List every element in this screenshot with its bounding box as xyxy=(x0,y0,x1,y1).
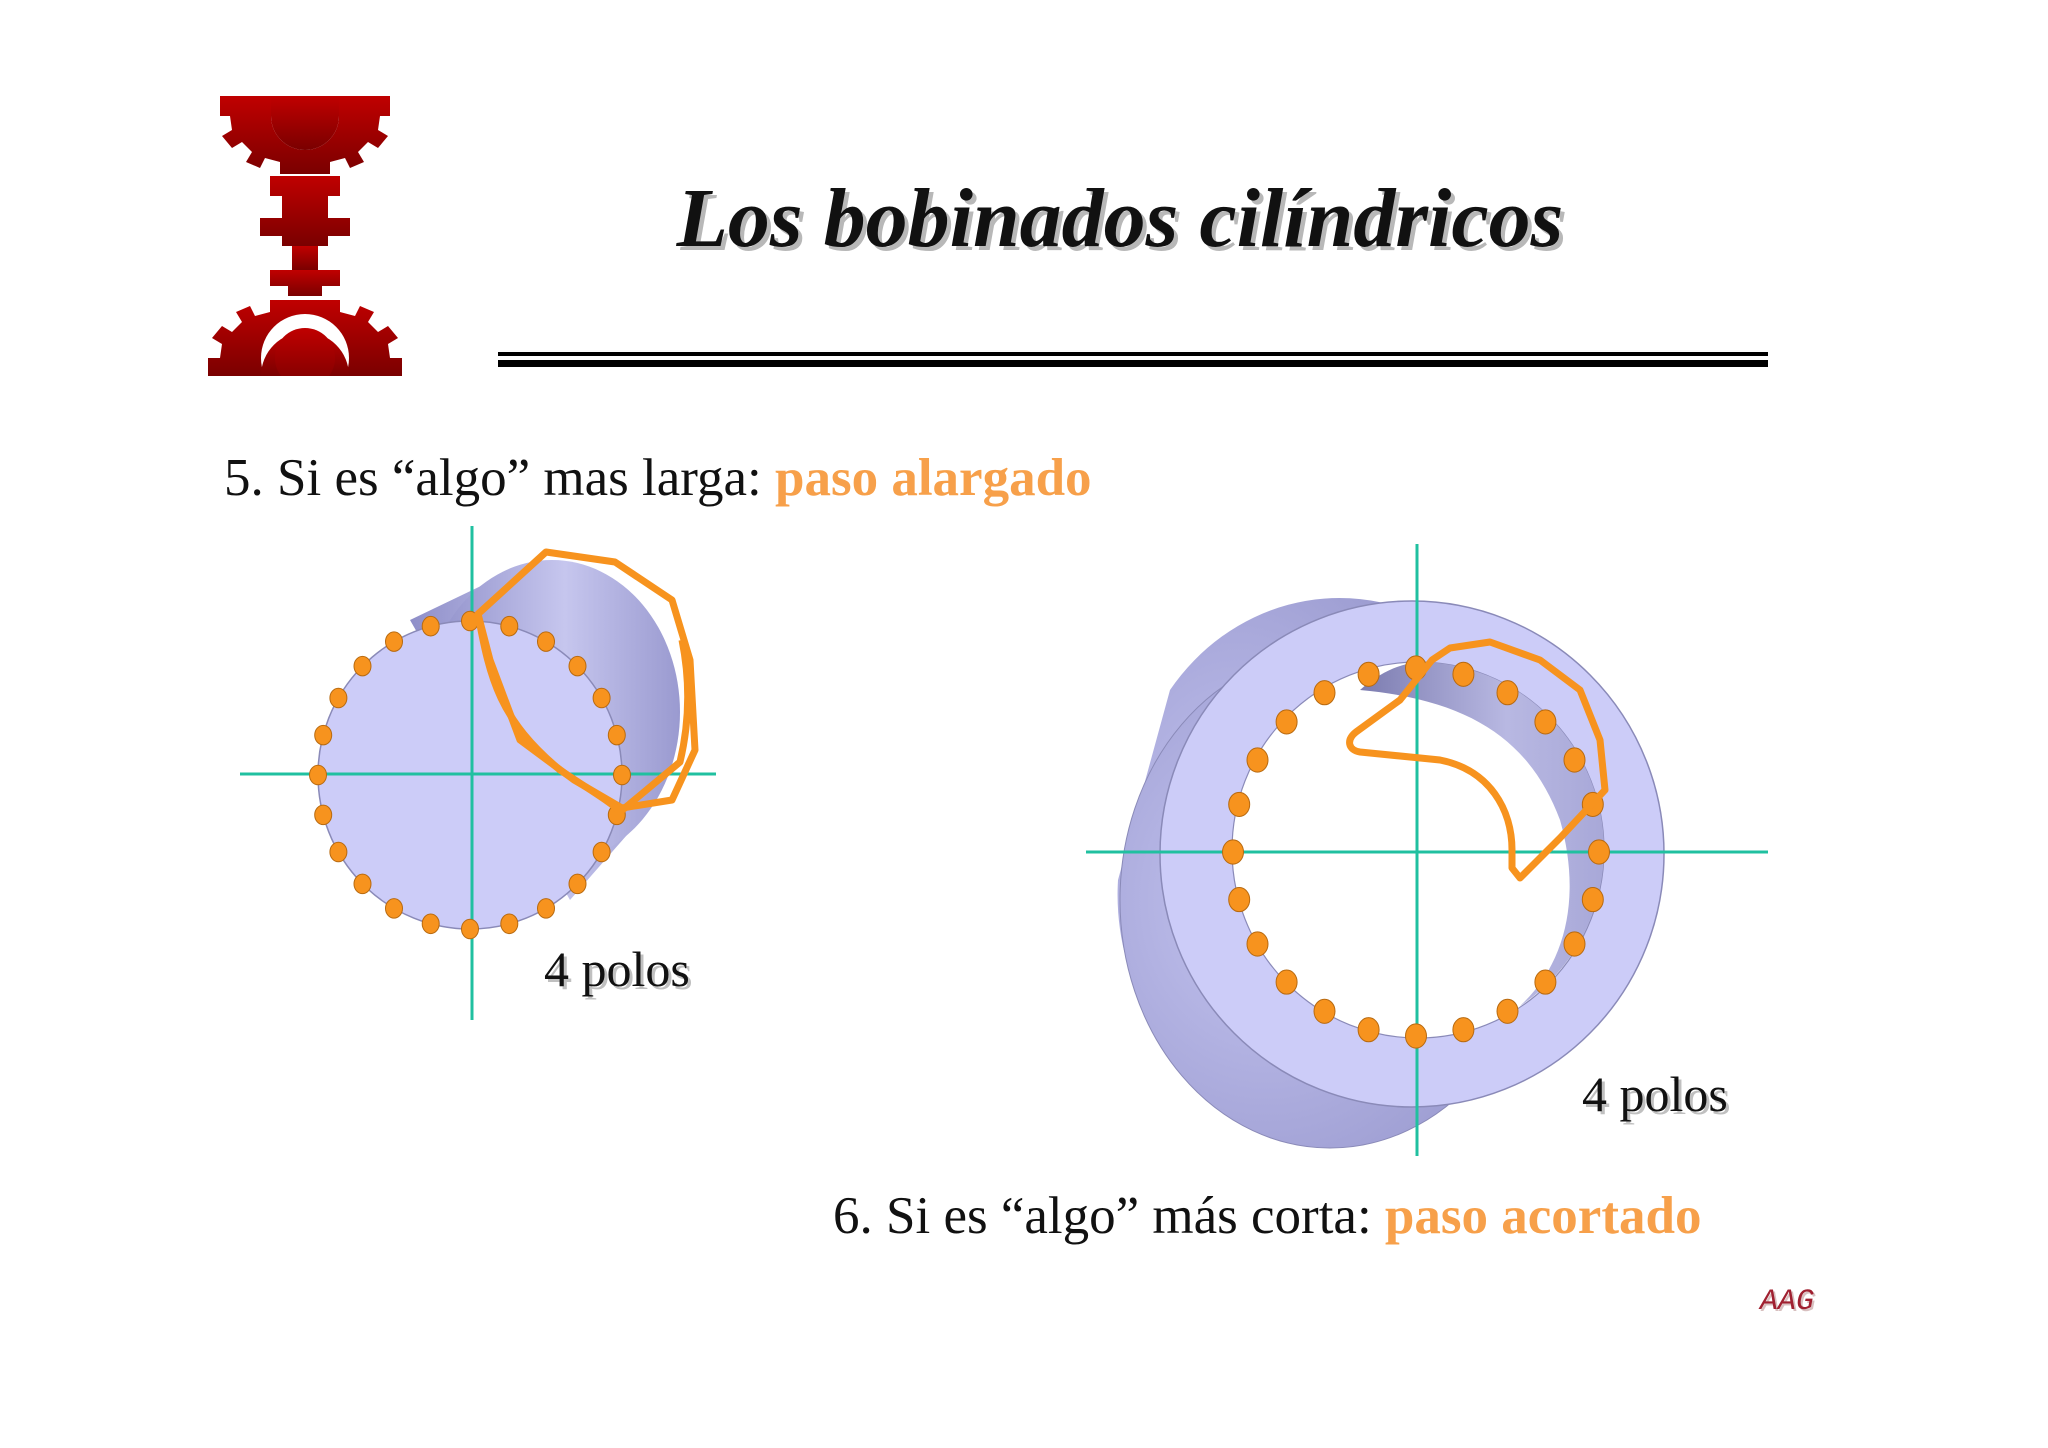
coil-1-return xyxy=(474,613,692,816)
figure-1-label: 4 polos xyxy=(544,941,690,997)
slot-dot xyxy=(592,841,611,863)
slot-dot xyxy=(1452,1017,1475,1043)
slot-dot xyxy=(500,615,519,637)
author-initials: AAG xyxy=(1760,1285,1815,1319)
slot-dot xyxy=(421,913,440,935)
slot-dot xyxy=(309,764,327,786)
slot-dot xyxy=(1563,931,1586,957)
slot-dot xyxy=(1246,931,1269,957)
slot-dots-1 xyxy=(309,610,631,940)
slot-dot xyxy=(1534,969,1557,995)
slot-dot xyxy=(385,631,403,652)
slot-dot xyxy=(329,687,348,709)
slot-dot xyxy=(421,615,440,637)
slot-dot xyxy=(1357,1017,1380,1043)
slot-dot xyxy=(568,655,587,677)
item-6-text: 6. Si es “algo” más corta: xyxy=(833,1187,1385,1245)
slot-dot xyxy=(1405,1023,1427,1049)
slot-dot xyxy=(385,898,403,919)
slot-dot xyxy=(1534,709,1557,735)
slot-dot xyxy=(1313,680,1336,706)
slot-dot xyxy=(1563,747,1586,773)
slot-dot xyxy=(1313,998,1336,1024)
slot-dot xyxy=(1581,887,1604,913)
slot-dot xyxy=(568,873,587,895)
item-5-highlight: paso alargado xyxy=(774,449,1092,507)
slot-dot xyxy=(353,873,372,895)
title-rule-thick xyxy=(498,360,1768,367)
slot-dot xyxy=(1228,887,1251,913)
item-5-text: 5. Si es “algo” mas larga: xyxy=(224,449,775,507)
slot-dot xyxy=(1496,998,1519,1024)
university-logo xyxy=(208,96,402,376)
slot-dot xyxy=(1228,791,1251,817)
slot-dot xyxy=(461,918,479,940)
slot-dot xyxy=(1222,839,1244,865)
item-5-caption: 5. Si es “algo” mas larga: paso alargado xyxy=(224,448,1092,508)
slot-dot xyxy=(1452,661,1475,687)
coil-2 xyxy=(1346,638,1609,882)
slot-dot xyxy=(1357,661,1380,687)
slot-dot xyxy=(1275,709,1298,735)
slot-dot xyxy=(537,631,555,652)
item-6-highlight: paso acortado xyxy=(1384,1187,1702,1245)
slot-dot xyxy=(537,898,555,919)
slot-dot xyxy=(314,724,333,746)
slot-dot xyxy=(1275,969,1298,995)
title-rule-thin xyxy=(498,352,1768,356)
slot-dot xyxy=(1588,839,1610,865)
slot-dot xyxy=(314,804,333,826)
slot-dot xyxy=(607,724,626,746)
slot-dot xyxy=(592,687,611,709)
item-6-caption: 6. Si es “algo” más corta: paso acortado xyxy=(833,1186,1701,1246)
slot-dot xyxy=(329,841,348,863)
slide-title: Los bobinados cilíndricos xyxy=(676,172,1564,265)
slot-dot xyxy=(500,913,519,935)
slot-dot xyxy=(1246,747,1269,773)
slot-dot xyxy=(353,655,372,677)
figure-2-label: 4 polos xyxy=(1582,1066,1728,1122)
slot-dot xyxy=(1496,680,1519,706)
slot-dot xyxy=(613,764,631,786)
